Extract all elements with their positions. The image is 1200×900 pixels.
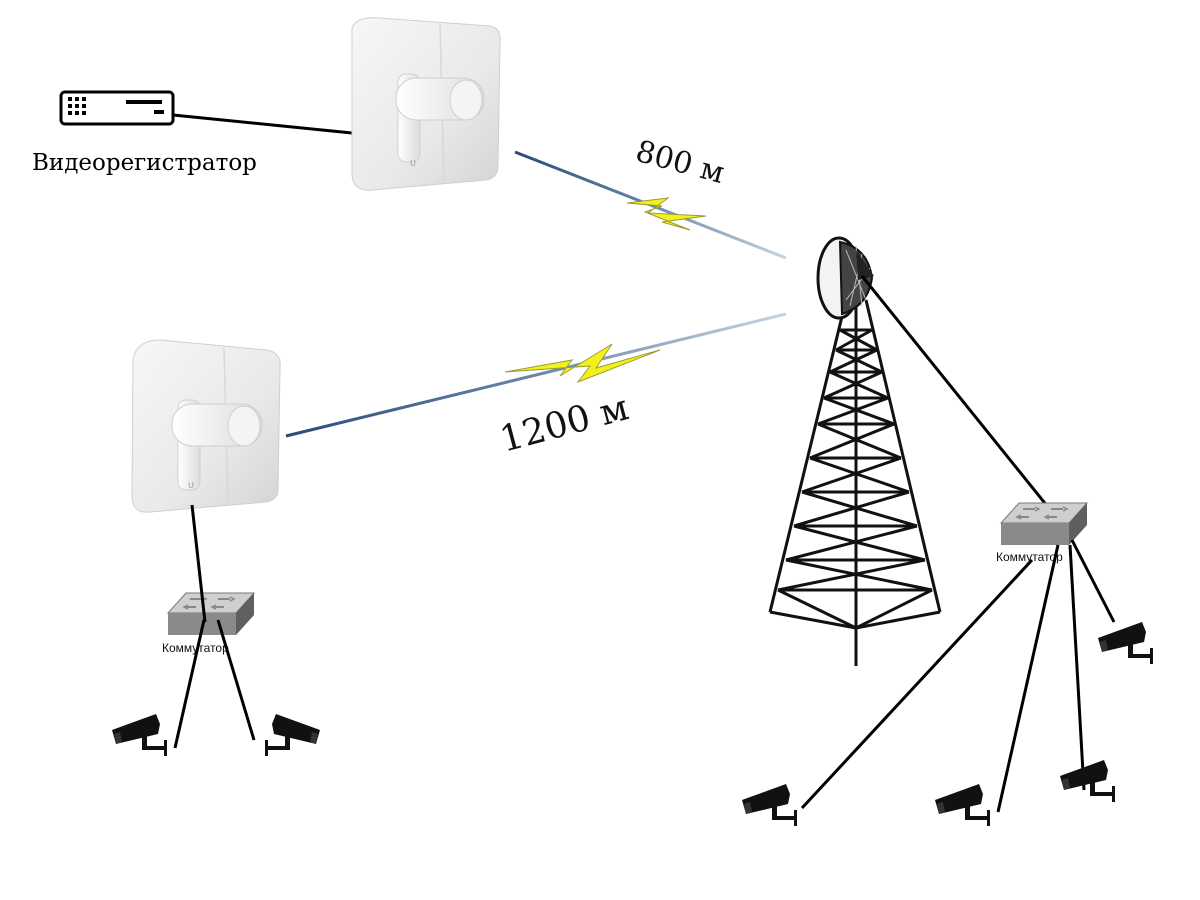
cctv-camera-icon	[935, 784, 990, 826]
cable-switch-camera-1	[173, 619, 206, 749]
lightning-bolt-icon	[504, 343, 661, 384]
camera-right-4	[1098, 622, 1153, 664]
switch-left-label: Коммутатор	[162, 641, 229, 655]
right-cables	[800, 539, 1116, 813]
lightning-bolt-icon	[626, 197, 707, 231]
network-switch-icon	[167, 592, 255, 636]
radio-link-top	[514, 150, 787, 260]
cable-switch-camera-6	[1070, 539, 1116, 623]
cctv-camera-icon	[265, 714, 320, 756]
dvr-vent-dots	[68, 97, 86, 115]
cctv-camera-icon	[1098, 622, 1153, 664]
cctv-camera-icon	[742, 784, 797, 826]
cctv-camera-icon	[112, 714, 167, 756]
lattice-tower	[768, 299, 942, 666]
left-cables	[173, 504, 256, 749]
radio-link-bottom	[285, 312, 787, 438]
cable-recorder-ap	[172, 113, 353, 135]
cable-switch-camera-5	[1068, 544, 1086, 791]
camera-right-2	[935, 784, 990, 826]
dvr-recorder	[59, 90, 175, 126]
switch-right-label: Коммутатор	[996, 550, 1063, 564]
recorder-label: Видеорегистратор	[32, 150, 257, 176]
network-switch-icon	[1000, 502, 1088, 546]
cctv-camera-icon	[1060, 760, 1115, 802]
svg-text:U: U	[410, 159, 416, 168]
grid-dish-antenna	[816, 236, 874, 320]
network-switch-right	[1000, 502, 1088, 546]
camera-left-1	[112, 714, 167, 756]
network-switch-left	[167, 592, 255, 636]
link-top-distance: 800 м	[632, 134, 728, 191]
camera-right-1	[742, 784, 797, 826]
cable-switch-camera-4	[996, 544, 1060, 813]
wireless-bridge-bottom: U	[131, 339, 281, 513]
cable-switch-camera-2	[216, 619, 256, 741]
cable-tower-switch	[860, 275, 1054, 513]
wireless-bridge-top: U	[351, 17, 501, 191]
lattice-tower-icon	[768, 299, 942, 666]
cable-ap-switch-left	[190, 504, 207, 623]
svg-text:U: U	[188, 481, 194, 490]
camera-right-3	[1060, 760, 1115, 802]
link-bottom-distance: 1200 м	[496, 387, 633, 461]
camera-left-2	[265, 714, 320, 756]
cable-switch-camera-3	[800, 558, 1034, 810]
